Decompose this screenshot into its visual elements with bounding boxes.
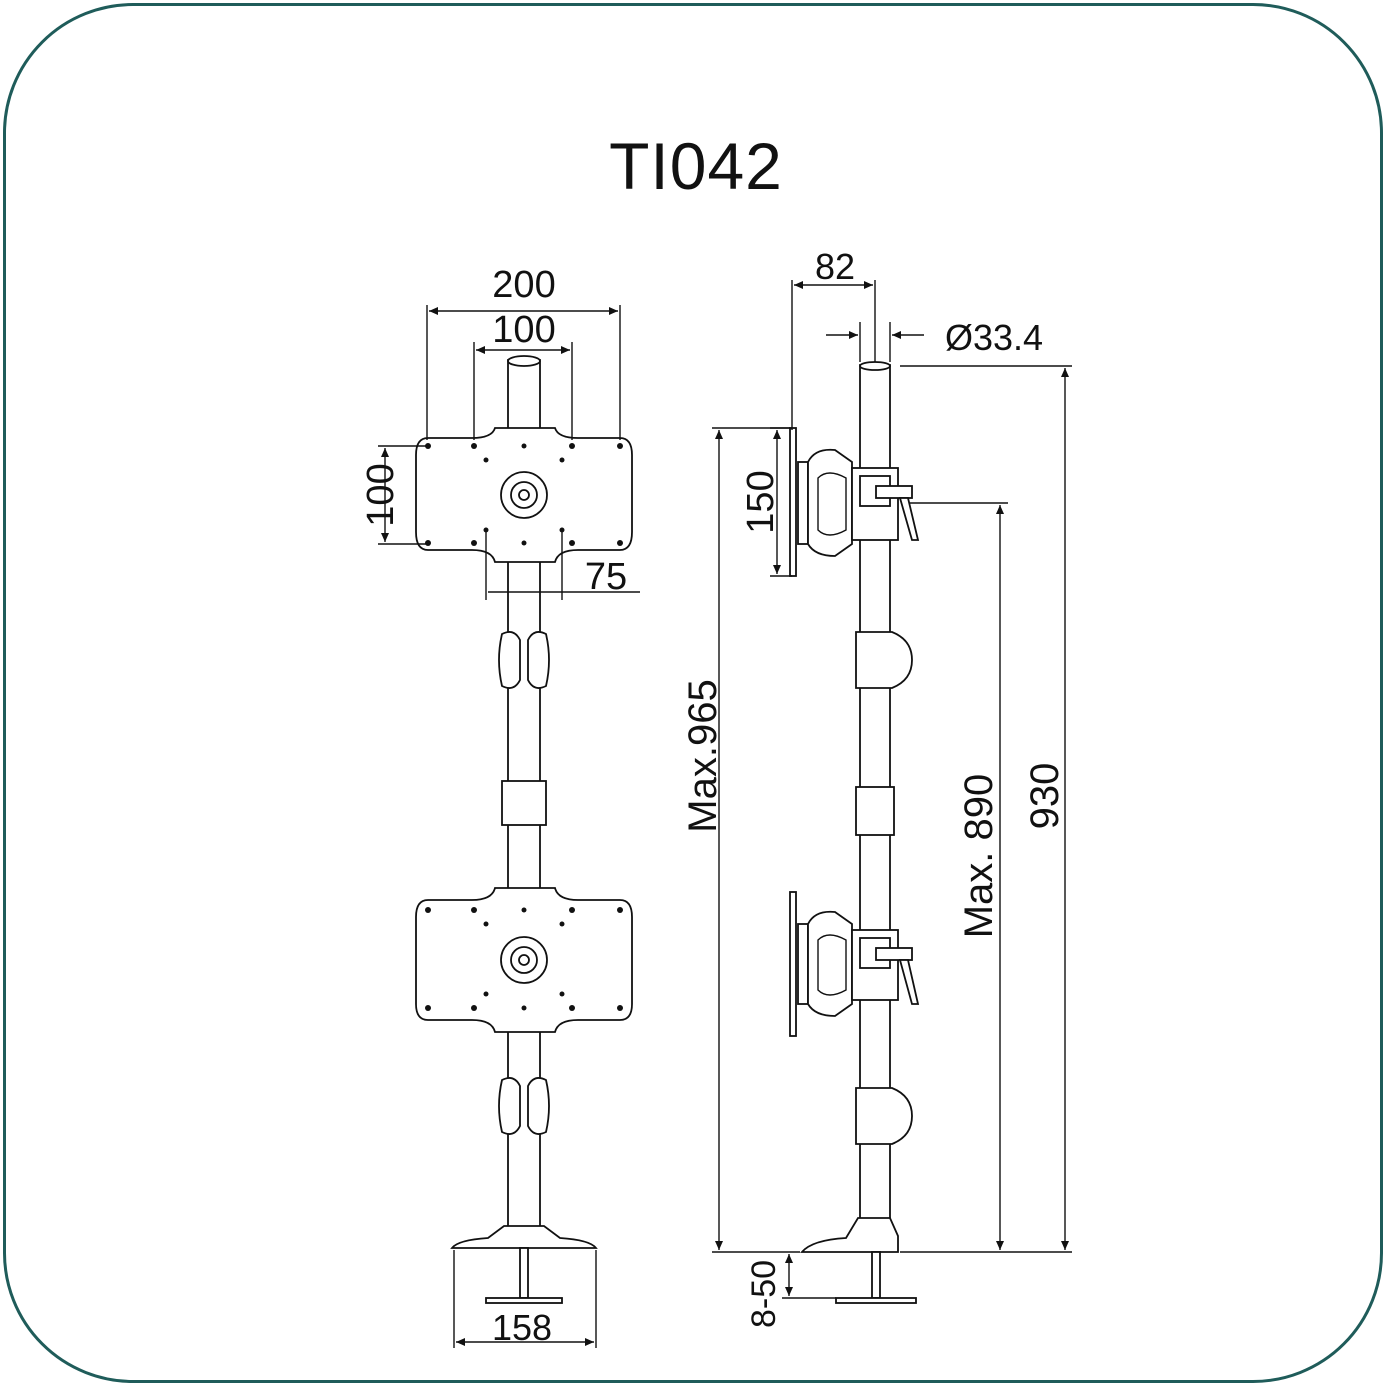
front-base-clamp [450,1225,598,1304]
dim-plate-150: 150 [740,470,782,533]
side-view: 82 Ø33.4 150 Max.965 Max. 890 930 8-50 [681,246,1072,1328]
lower-side-mount [789,891,920,1037]
drawing-frame [3,3,1383,1383]
upper-vesa-plate [415,427,633,563]
dim-max-890: Max. 890 [957,774,1001,939]
dim-height-930: 930 [1023,763,1067,830]
side-dimensions [712,280,1072,1299]
model-title: TI042 [609,129,783,203]
dim-width-200: 200 [492,264,555,306]
lower-knobs [498,1077,550,1135]
dim-pole-diameter: Ø33.4 [945,317,1043,358]
front-pole-cap [507,355,541,367]
front-view: 200 100 100 75 158 [360,264,640,1348]
dim-depth-82: 82 [815,246,855,287]
dim-height-100: 100 [360,463,402,526]
side-knobs [855,631,913,1145]
dim-width-100: 100 [492,309,555,351]
side-pole-cap [859,361,891,371]
front-dimensions [378,305,640,1348]
dim-max-965: Max.965 [681,679,725,832]
dim-clamp-range: 8-50 [745,1260,783,1328]
upper-side-mount [789,427,920,577]
dim-offset-75: 75 [585,556,627,598]
upper-knobs [498,631,550,826]
dim-base-158: 158 [492,1307,552,1348]
side-base-clamp [800,1217,917,1304]
lower-vesa-plate [415,887,633,1033]
